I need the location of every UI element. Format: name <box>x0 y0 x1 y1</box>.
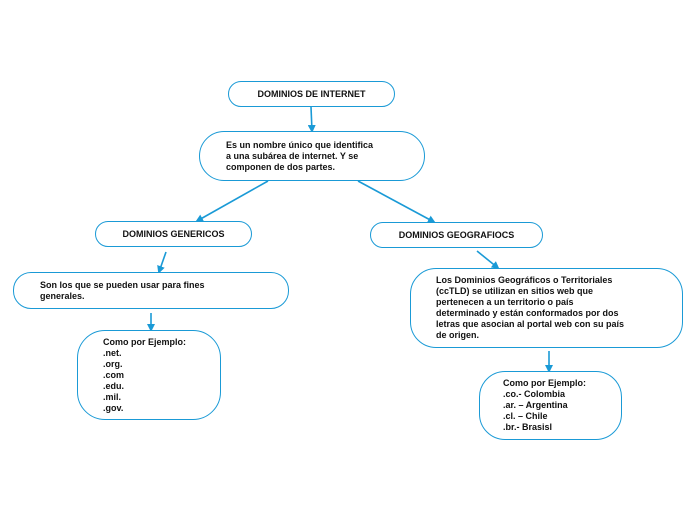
text-line: de origen. <box>436 330 480 340</box>
connector-generic-desc <box>157 251 167 274</box>
node-dominios-geograficos: DOMINIOS GEOGRAFIOCS <box>370 222 543 248</box>
connector-definition-generic <box>195 180 269 222</box>
text-line: .ar. – Argentina <box>503 400 568 410</box>
text-line: .edu. <box>103 380 125 391</box>
connector-definition-geographic <box>357 180 436 223</box>
text-line: (ccTLD) se utilizan en sitios web que <box>436 286 594 296</box>
node-dominios-genericos: DOMINIOS GENERICOS <box>95 221 252 247</box>
text-line: .co.- Colombia <box>503 389 566 399</box>
text-line: .com <box>103 369 125 380</box>
node-geographic-description: Los Dominios Geográficos o Territoriales… <box>410 268 683 348</box>
text-line: letras que asocian al portal web con su … <box>436 319 625 329</box>
text-line: .cl. – Chile <box>503 411 548 421</box>
text-line: Los Dominios Geográficos o Territoriales <box>436 275 613 285</box>
node-title: DOMINIOS DE INTERNET <box>257 88 366 99</box>
text-line: .br.- Brasisl <box>503 422 553 432</box>
text-line: componen de dos partes. <box>226 161 336 172</box>
node-title: DOMINIOS GENERICOS <box>122 228 225 239</box>
connector-root-definition <box>307 106 316 133</box>
node-generic-examples: Como por Ejemplo: .net. .org. .com .edu.… <box>77 330 221 420</box>
text-line: Como por Ejemplo: <box>503 378 586 388</box>
text-line: Como por Ejemplo: <box>103 336 186 347</box>
connector-geographic-desc <box>476 250 500 270</box>
text-line: .net. <box>103 347 122 358</box>
text-line: Es un nombre único que identifica <box>226 139 374 150</box>
text-line: pertenecen a un territorio o país <box>436 297 574 307</box>
node-geographic-examples: Como por Ejemplo: .co.- Colombia .ar. – … <box>479 371 622 440</box>
node-generic-description: Son los que se pueden usar para fines ge… <box>13 272 289 309</box>
text-line: Son los que se pueden usar para fines <box>40 279 205 290</box>
text-line: .mil. <box>103 391 122 402</box>
text-line: a una subárea de internet. Y se <box>226 150 359 161</box>
node-definition: Es un nombre único que identifica a una … <box>199 131 425 181</box>
text-line: generales. <box>40 290 85 301</box>
node-title: DOMINIOS GEOGRAFIOCS <box>398 229 515 240</box>
node-dominios-de-internet: DOMINIOS DE INTERNET <box>228 81 395 107</box>
text-line: determinado y están conformados por dos <box>436 308 619 318</box>
text-line: .gov. <box>103 402 124 413</box>
text-line: .org. <box>103 358 123 369</box>
